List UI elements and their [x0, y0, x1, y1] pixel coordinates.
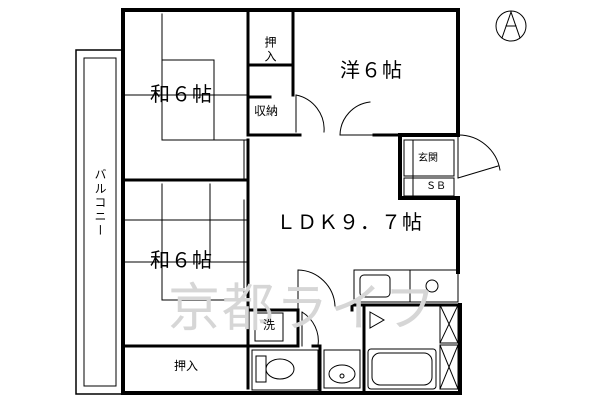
tatami-upper — [124, 13, 249, 141]
door-shuno — [295, 94, 325, 133]
door-genkan — [457, 134, 501, 179]
genkan-area — [403, 139, 455, 197]
tatami-lower — [124, 183, 249, 301]
toilet — [251, 349, 319, 391]
kitchen-counter — [353, 269, 459, 303]
door-toilet — [301, 311, 319, 347]
laundry-label: 洗 — [263, 318, 276, 332]
laundry-pan — [254, 312, 284, 342]
vent-triangle — [369, 311, 386, 329]
door-bath — [297, 269, 336, 311]
room-label-shuno: 収納 — [254, 104, 279, 118]
bathtub — [367, 348, 437, 390]
room-label-genkan: 玄関 — [418, 153, 438, 164]
room-label-oshiire-lower: 押入 — [174, 359, 199, 373]
north-arrow-icon — [495, 10, 527, 42]
door-yoshitsu — [339, 101, 375, 136]
room-label-oshiire-upper: 押入 — [263, 36, 277, 64]
room-label-yoshitsu: 洋６帖 — [340, 58, 403, 82]
wash-basin — [323, 349, 361, 389]
outer-walls — [121, 8, 462, 395]
cabinets — [439, 304, 459, 390]
shoe-box-label: ＳＢ — [426, 181, 446, 192]
room-label-ldk: ＬＤＫ９．７帖 — [276, 210, 423, 234]
watermark: 京都ライフ — [168, 279, 439, 339]
room-label-washitsu-lower: 和６帖 — [150, 248, 213, 272]
room-label-washitsu-upper: 和６帖 — [150, 82, 213, 106]
balcony-label: バルコニー — [93, 168, 107, 238]
